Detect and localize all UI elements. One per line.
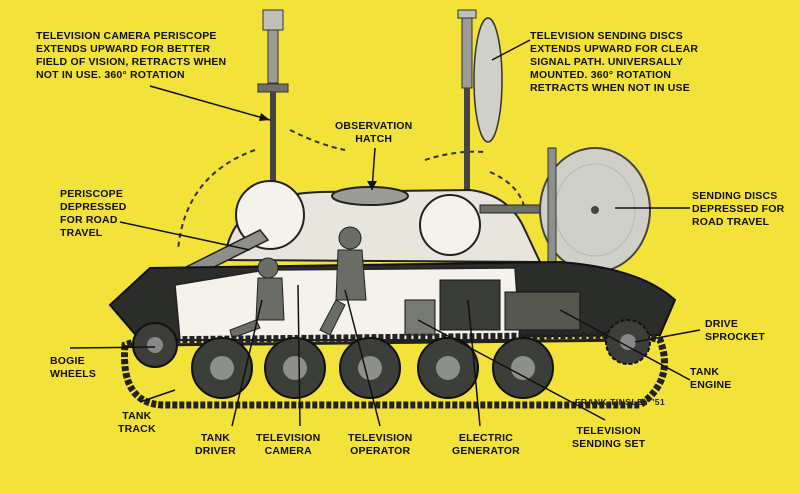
label-observation-hatch: OBSERVATION HATCH bbox=[335, 120, 413, 145]
label-television-sending-set: TELEVISION SENDING SET bbox=[572, 425, 646, 450]
label-television-camera: TELEVISION CAMERA bbox=[256, 432, 321, 457]
artist-signature: FRANK TINSLEY '51 bbox=[575, 397, 666, 407]
sending-set-box bbox=[404, 299, 436, 336]
disc-rotation-arc bbox=[424, 150, 486, 161]
tank-engine-block bbox=[504, 291, 581, 331]
driver-body bbox=[255, 277, 285, 321]
operator-head bbox=[338, 226, 362, 250]
observation-hatch bbox=[331, 186, 409, 206]
label-tank-track: TANK TRACK bbox=[118, 410, 156, 435]
label-television-operator: TELEVISION OPERATOR bbox=[348, 432, 413, 457]
label-tank-engine: TANK ENGINE bbox=[690, 366, 732, 391]
label-sending-discs-extended: TELEVISION SENDING DISCS EXTENDS UPWARD … bbox=[530, 30, 699, 94]
label-tank-driver: TANK DRIVER bbox=[195, 432, 236, 457]
bogie-wheel bbox=[264, 337, 326, 399]
bogie-wheel bbox=[132, 322, 178, 368]
bogie-wheel bbox=[417, 337, 479, 399]
bogie-wheel bbox=[492, 337, 554, 399]
crew-figures bbox=[229, 226, 367, 339]
camera-periscope-extended bbox=[257, 9, 289, 192]
periscope-rotation-arc bbox=[289, 129, 346, 151]
bogie-wheel-set bbox=[132, 319, 651, 399]
periscope-mount-ring bbox=[235, 180, 305, 250]
label-periscope-depressed: PERISCOPE DEPRESSED FOR ROAD TRAVEL bbox=[60, 188, 127, 239]
disc-mount-ring bbox=[419, 194, 481, 256]
leader-arrowheads bbox=[259, 113, 377, 190]
drive-sprocket bbox=[605, 319, 651, 365]
label-drive-sprocket: DRIVE SPROCKET bbox=[705, 318, 765, 343]
label-electric-generator: ELECTRIC GENERATOR bbox=[452, 432, 520, 457]
periscope-fold-arc bbox=[177, 149, 256, 251]
label-bogie-wheels: BOGIE WHEELS bbox=[50, 355, 97, 380]
label-camera-periscope: TELEVISION CAMERA PERISCOPE EXTENDS UPWA… bbox=[36, 30, 227, 81]
operator-body bbox=[335, 249, 367, 301]
driver-head bbox=[257, 257, 279, 279]
label-sending-discs-depressed: SENDING DISCS DEPRESSED FOR ROAD TRAVEL bbox=[692, 190, 785, 228]
leader-lines bbox=[69, 39, 701, 427]
sending-disc-extended bbox=[457, 9, 503, 198]
bogie-wheel bbox=[191, 337, 253, 399]
